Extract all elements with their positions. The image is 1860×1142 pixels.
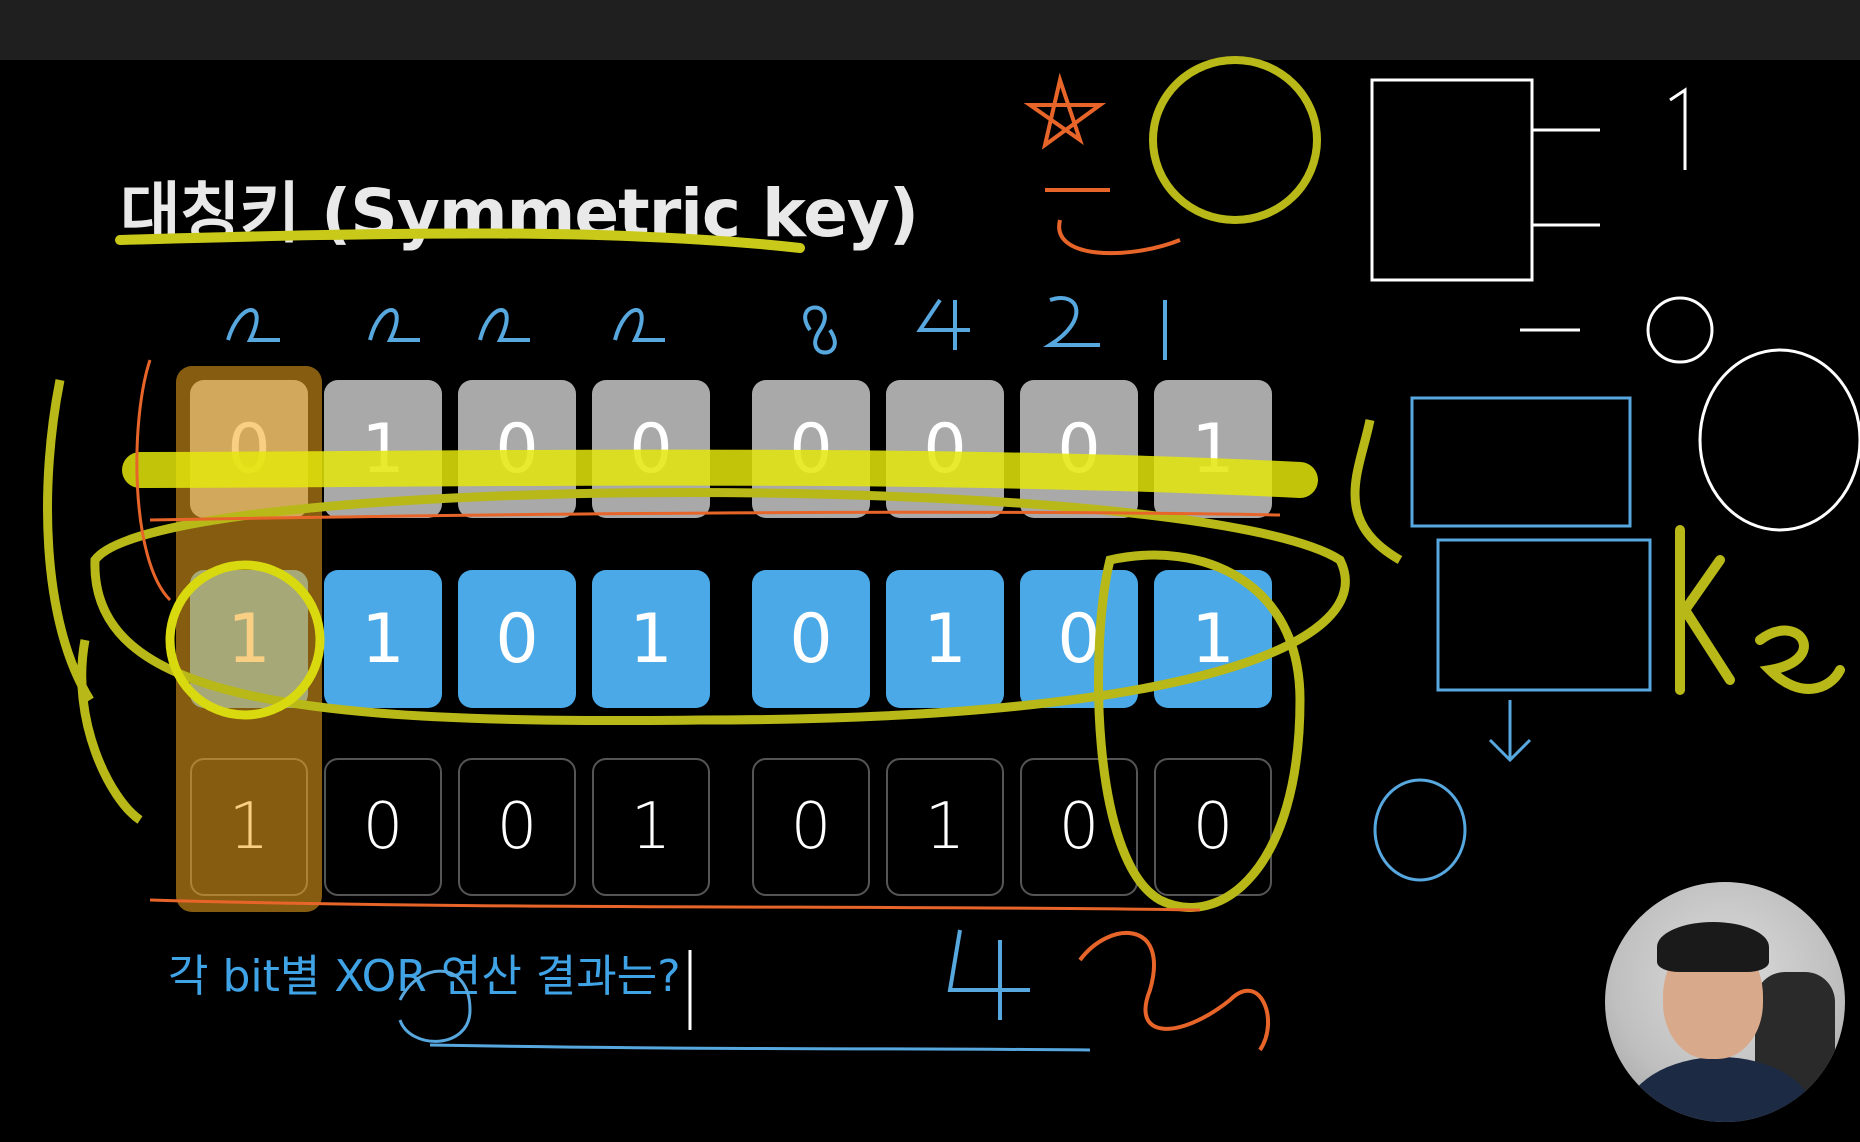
char-box bbox=[1436, 538, 1652, 692]
top-bar bbox=[0, 0, 1860, 60]
left-edge-stroke bbox=[43, 379, 94, 703]
plain-bit-5: 0 bbox=[886, 380, 1004, 518]
slide-title: 대칭키 (Symmetric key) bbox=[120, 175, 919, 252]
hex-box bbox=[1410, 396, 1632, 528]
result-bit-3: 1 bbox=[592, 758, 710, 896]
plain-bit-0: 0 bbox=[190, 380, 308, 518]
truth-table-box bbox=[1370, 78, 1534, 282]
result-bit-2: 0 bbox=[458, 758, 576, 896]
result-bit-6: 0 bbox=[1020, 758, 1138, 896]
result-bit-7: 0 bbox=[1154, 758, 1272, 896]
orange-scribble bbox=[1078, 930, 1270, 1052]
key-bit-0: 1 bbox=[190, 570, 308, 708]
plain-bit-4: 0 bbox=[752, 380, 870, 518]
result-bit-4: 0 bbox=[752, 758, 870, 896]
result-bit-0: 1 bbox=[190, 758, 308, 896]
left-swoosh bbox=[77, 639, 143, 824]
decimal-circle bbox=[1698, 348, 1860, 532]
plain-bit-3: 0 bbox=[592, 380, 710, 518]
plain-bit-6: 0 bbox=[1020, 380, 1138, 518]
key-bit-7: 1 bbox=[1154, 570, 1272, 708]
xor-question: 각 bit별 XOR 연산 결과는? bbox=[168, 951, 681, 1002]
right-hook bbox=[1350, 419, 1403, 564]
plain-bit-1: 1 bbox=[324, 380, 442, 518]
key-bit-2: 0 bbox=[458, 570, 576, 708]
presenter-webcam bbox=[1605, 882, 1845, 1122]
key-bit-4: 0 bbox=[752, 570, 870, 708]
key-bit-6: 0 bbox=[1020, 570, 1138, 708]
key-scribble bbox=[1675, 525, 1735, 695]
key-bit-1: 1 bbox=[324, 570, 442, 708]
result-bit-1: 0 bbox=[324, 758, 442, 896]
result-bit-5: 1 bbox=[886, 758, 1004, 896]
plain-bit-7: 1 bbox=[1154, 380, 1272, 518]
xor-circle bbox=[1149, 56, 1321, 224]
key-bit-5: 1 bbox=[886, 570, 1004, 708]
plain-bit-2: 0 bbox=[458, 380, 576, 518]
star-icon bbox=[1023, 72, 1107, 150]
key-bit-3: 1 bbox=[592, 570, 710, 708]
